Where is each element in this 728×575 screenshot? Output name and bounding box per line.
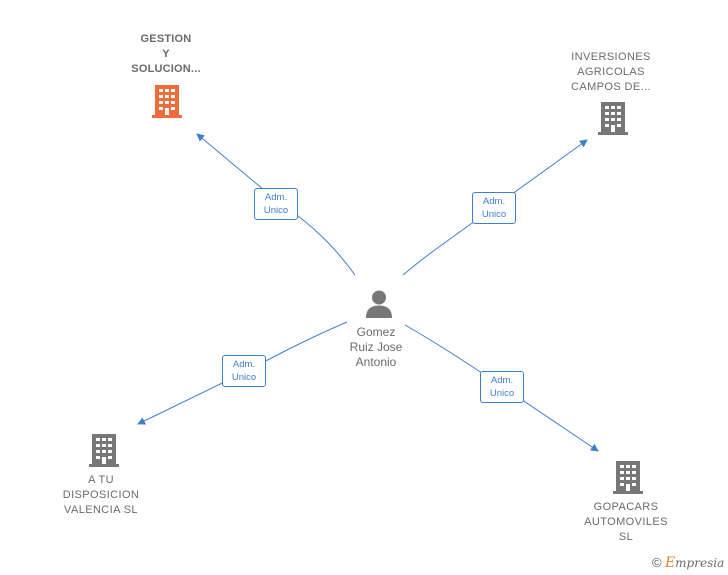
person-name: Gomez Ruiz Jose Antonio (349, 325, 403, 369)
company-name: A TU DISPOSICION VALENCIA SL (62, 474, 140, 516)
relation-badge-gestion[interactable]: Adm.Unico (254, 188, 298, 220)
building-icon (152, 85, 182, 118)
brand-footer[interactable]: © Empresia (652, 555, 724, 573)
brand-logo-letter: E (664, 555, 676, 571)
relation-badge-a-tu-disposicion[interactable]: Adm.Unico (222, 355, 266, 387)
person-icon (366, 290, 392, 318)
company-name: INVERSIONES AGRICOLAS CAMPOS DE... (571, 51, 651, 93)
relation-badge-inversiones[interactable]: Adm.Unico (472, 192, 516, 224)
building-icon (598, 102, 628, 135)
relation-badge-gopacars[interactable]: Adm.Unico (480, 371, 524, 403)
building-icon (89, 434, 119, 467)
building-icon (613, 461, 643, 494)
company-name: GESTION Y SOLUCION... (131, 33, 201, 75)
company-name: GOPACARS AUTOMOVILES SL (584, 501, 668, 543)
brand-logo-text: mpresia (675, 556, 725, 570)
copyright-symbol: © (652, 555, 662, 570)
